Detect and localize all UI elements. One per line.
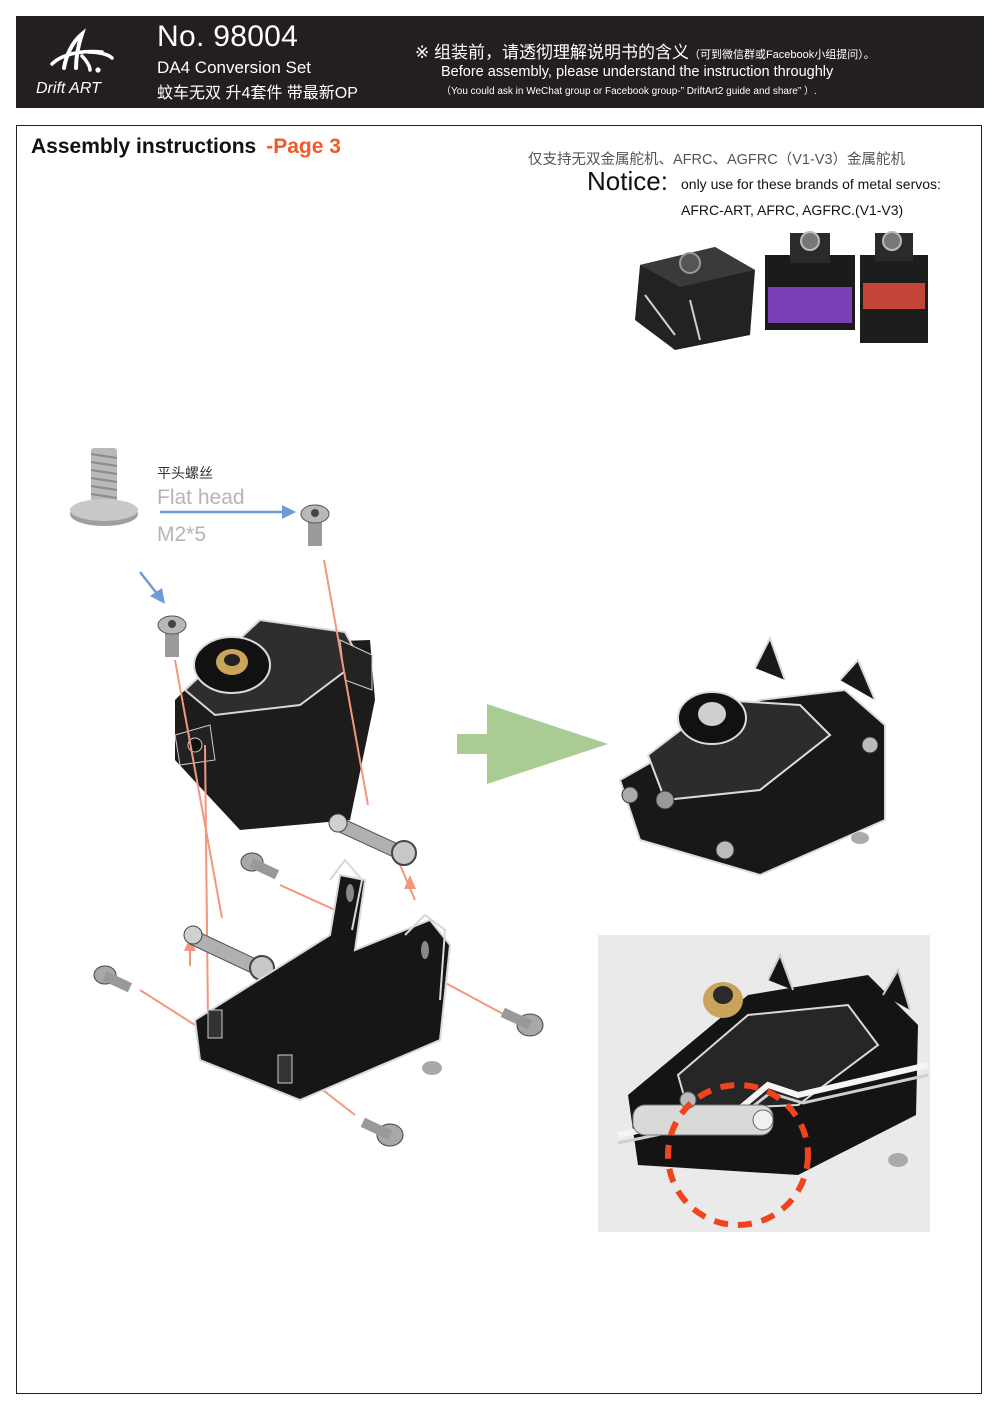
notice-heading: Notice: (587, 166, 668, 196)
servo-afrc-red-image (860, 231, 928, 343)
detail-photo (598, 935, 930, 1232)
notice-line-2: AFRC-ART, AFRC, AGFRC.(V1-V3) (681, 202, 904, 218)
notice-line-1: only use for these brands of metal servo… (681, 176, 941, 192)
cap-screw-bottom (360, 1117, 404, 1147)
warning-english-note: （You could ask in WeChat group or Facebo… (441, 86, 817, 97)
cap-screw-right (500, 1007, 544, 1037)
page-title-text: Assembly instructions (31, 135, 257, 158)
logo-wordmark: Drift ART (36, 80, 101, 97)
blue-arrow-icon (139, 505, 296, 604)
set-name-english: DA4 Conversion Set (157, 58, 312, 77)
flat-head-screw-top-left (157, 615, 187, 657)
servo-mount-bracket (193, 858, 452, 1102)
content-frame (16, 125, 982, 1394)
detail-photo-render (598, 935, 930, 1232)
header-banner (16, 16, 984, 108)
flat-head-screw-top-right (300, 504, 330, 546)
screw-label-chinese: 平头螺丝 (157, 465, 213, 481)
sleeve-spacer-left (183, 925, 275, 981)
servo-afrc-art-image (635, 247, 755, 350)
screw-size-label: M2*5 (157, 523, 207, 546)
warning-chinese: ※ 组装前，请透彻理解说明书的含义（可到微信群或Facebook小组提问）。 (415, 38, 875, 63)
page-number-label: -Page 3 (266, 135, 341, 158)
set-name-chinese: 蚊车无双 升4套件 带最新OP (157, 85, 358, 102)
model-number: No. 98004 (157, 20, 299, 53)
cap-screw-middle (240, 852, 280, 880)
highlight-circle (665, 1082, 811, 1228)
sleeve-spacer-right (328, 813, 417, 866)
cap-screw-far-left (93, 965, 133, 993)
compatible-servos-photo (635, 231, 928, 350)
servo-body (174, 618, 375, 830)
assembled-servo-result (618, 635, 886, 877)
screw-label-english: Flat head (157, 486, 245, 509)
page-title: Assembly instructions -Page 3 (31, 135, 341, 159)
warning-chinese-main: ※ 组装前，请透彻理解说明书的含义 (415, 43, 689, 62)
servo-agfrc-purple-image (765, 231, 855, 330)
warning-english: Before assembly, please understand the i… (441, 64, 834, 80)
result-arrow-icon (457, 704, 608, 784)
warning-chinese-note: （可到微信群或Facebook小组提问）。 (688, 49, 875, 61)
flat-head-screw-photo (70, 448, 138, 526)
notice-chinese: 仅支持无双金属舵机、AFRC、AGFRC（V1-V3）金属舵机 (528, 152, 906, 168)
assembly-guide-lines (139, 559, 506, 1116)
drift-art-logo-icon (50, 28, 114, 73)
